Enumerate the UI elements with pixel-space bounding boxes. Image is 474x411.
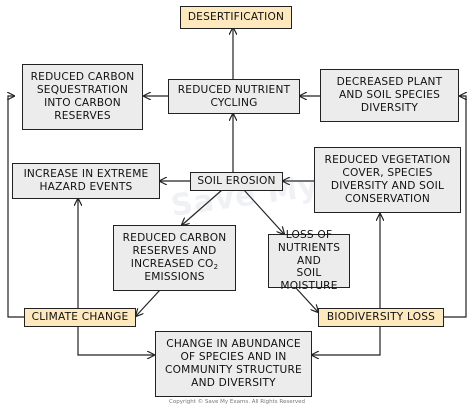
node-reduced-vegetation: REDUCED VEGETATION COVER, SPECIES DIVERS… <box>314 147 461 213</box>
node-biodiversity-loss: BIODIVERSITY LOSS <box>318 308 444 327</box>
subscript-2: 2 <box>213 262 219 271</box>
node-extreme-hazard: INCREASE IN EXTREME HAZARD EVENTS <box>12 163 160 199</box>
node-reduced-nutrient-cycling: REDUCED NUTRIENT CYCLING <box>168 79 300 114</box>
arrow-erosion-to-nutrients <box>243 189 284 234</box>
node-reduced-carbon-sequestration: REDUCED CARBON SEQUESTRATION INTO CARBON… <box>22 64 143 130</box>
copyright-footer: Copyright © Save My Exams. All Rights Re… <box>169 399 305 405</box>
node-loss-of-nutrients: LOSS OF NUTRIENTS AND SOIL MOISTURE <box>268 229 350 292</box>
arrow-nutrients-to-biodiversity <box>295 287 318 312</box>
node-climate-change: CLIMATE CHANGE <box>24 308 136 327</box>
arrow-biodiversity-to-abundance <box>312 327 381 355</box>
arrow-climate-to-sequestration <box>8 96 24 318</box>
arrow-carbon-reserves-to-climate <box>136 289 161 316</box>
node-soil-erosion: SOIL EROSION <box>190 172 283 191</box>
node-reduced-carbon-reserves: REDUCED CARBON RESERVES AND INCREASED CO… <box>113 225 236 291</box>
arrow-biodiversity-to-diversity <box>444 96 466 318</box>
arrow-erosion-to-carbon-reserves <box>182 189 223 225</box>
node-desertification: DESERTIFICATION <box>180 6 292 29</box>
node-decreased-diversity: DECREASED PLANT AND SOIL SPECIES DIVERSI… <box>320 69 459 122</box>
arrow-climate-to-abundance <box>77 327 154 355</box>
node-change-in-abundance: CHANGE IN ABUNDANCE OF SPECIES AND IN CO… <box>155 331 312 397</box>
